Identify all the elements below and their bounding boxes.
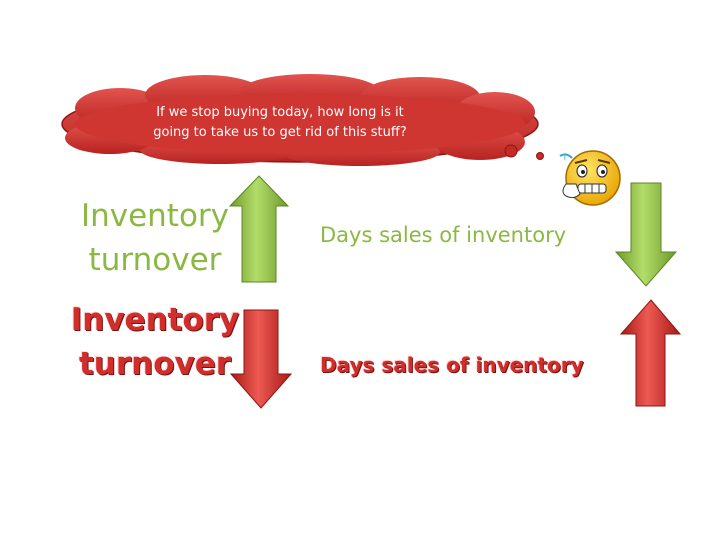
worried-face-icon — [559, 150, 621, 206]
arrow-down-icon — [614, 182, 678, 287]
thought-line-1: If we stop buying today, how long is it — [156, 105, 404, 120]
inventory-turnover-label-red: Inventory turnover — [70, 302, 240, 382]
thought-text: If we stop buying today, how long is it … — [120, 103, 440, 143]
days-sales-label-green: Days sales of inventory — [320, 223, 567, 247]
thought-line-2: going to take us to get rid of this stuf… — [153, 125, 407, 140]
arrow-down-icon — [229, 309, 293, 409]
thought-cloud — [61, 74, 544, 166]
inventory-turnover-label-green: Inventory turnover — [80, 198, 230, 278]
arrow-up-icon — [228, 175, 290, 283]
arrow-up-icon — [619, 299, 682, 407]
days-sales-label-red: Days sales of inventory — [320, 353, 584, 377]
